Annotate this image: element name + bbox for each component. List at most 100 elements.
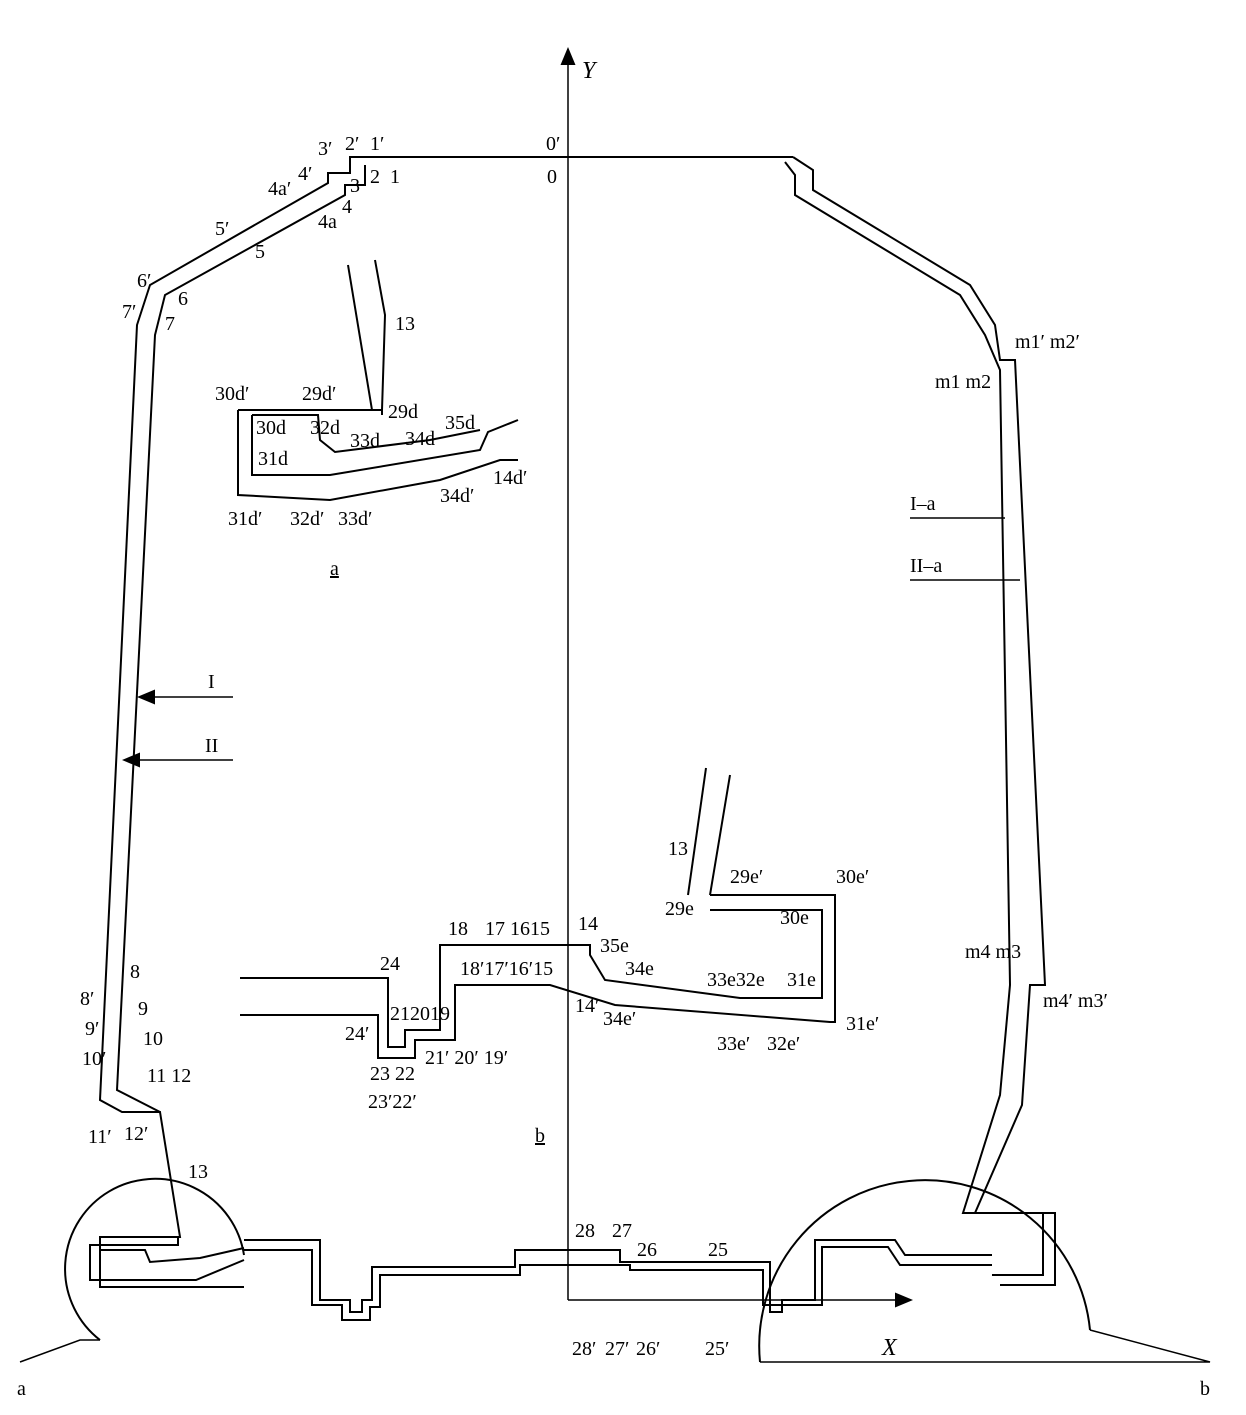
- label-b-14: 14: [578, 913, 598, 935]
- label-section-i-a: I–a: [910, 493, 936, 515]
- x-axis-label: X: [881, 1335, 898, 1361]
- label-b-18p: 18′17′16′15: [460, 958, 553, 980]
- label-a-35d: 35d: [445, 412, 475, 434]
- corner-label-a: a: [17, 1378, 26, 1400]
- label-b-32ep: 32e′: [767, 1033, 800, 1055]
- label-25p: 25′: [705, 1338, 729, 1360]
- label-12p: 12′: [124, 1123, 148, 1145]
- label-section-ii: II: [205, 735, 218, 757]
- label-2: 2: [370, 166, 380, 188]
- label-m4m3: m4 m3: [965, 941, 1021, 963]
- label-13: 13: [188, 1161, 208, 1183]
- label-origin-prime: 0′: [546, 133, 560, 155]
- label-section-i: I: [208, 671, 215, 693]
- right-corner-line: [760, 1329, 1211, 1363]
- label-b-30e: 30e: [780, 907, 809, 929]
- label-11-12: 11 12: [147, 1065, 191, 1087]
- left-detail-circle: [64, 1177, 245, 1341]
- label-section-ii-a: II–a: [910, 555, 942, 577]
- label-b-23p22p: 23′22′: [368, 1091, 417, 1113]
- right-detail-circle: [758, 1179, 1091, 1363]
- underframe-outer: [244, 1239, 992, 1313]
- label-6p: 6′: [137, 270, 151, 292]
- label-26: 26: [637, 1239, 657, 1261]
- y-axis-label: Y: [582, 58, 598, 84]
- label-8p: 8′: [80, 988, 94, 1010]
- label-a-29dp: 29d′: [302, 383, 336, 405]
- label-10p: 10′: [82, 1048, 106, 1070]
- label-a-30d: 30d: [256, 417, 286, 439]
- label-m1m2: m1 m2: [935, 371, 991, 393]
- label-1p: 1′: [370, 133, 384, 155]
- label-27p: 27′: [605, 1338, 629, 1360]
- label-b-29ep: 29e′: [730, 866, 763, 888]
- label-b-23-22: 23 22: [370, 1063, 415, 1085]
- label-8: 8: [130, 961, 140, 983]
- left-inner-box: [89, 1237, 245, 1281]
- label-a-34d: 34d: [405, 428, 435, 450]
- label-b-33ep: 33e′: [717, 1033, 750, 1055]
- underframe-inner: [244, 1246, 992, 1321]
- label-a-32d: 32d: [310, 417, 340, 439]
- label-b-31ep: 31e′: [846, 1013, 879, 1035]
- label-25: 25: [708, 1239, 728, 1261]
- label-5: 5: [255, 241, 265, 263]
- label-28: 28: [575, 1220, 595, 1242]
- label-1: 1: [390, 166, 400, 188]
- label-a-30dp: 30d′: [215, 383, 249, 405]
- label-26p: 26′: [636, 1338, 660, 1360]
- label-a-34dp: 34d′: [440, 485, 474, 507]
- label-b-13: 13: [668, 838, 688, 860]
- label-b-29e: 29e: [665, 898, 694, 920]
- label-a-29d: 29d: [388, 401, 418, 423]
- label-b-18: 18: [448, 918, 468, 940]
- label-28p: 28′: [572, 1338, 596, 1360]
- label-7p: 7′: [122, 301, 136, 323]
- label-b-35e: 35e: [600, 935, 629, 957]
- label-4a: 4a: [318, 211, 337, 233]
- label-10: 10: [143, 1028, 163, 1050]
- label-a-13: 13: [395, 313, 415, 335]
- label-9p: 9′: [85, 1018, 99, 1040]
- label-3p: 3′: [318, 138, 332, 160]
- left-corner-line: [19, 1339, 100, 1363]
- label-a-33d: 33d: [350, 430, 380, 452]
- label-a-14dp: 14d′: [493, 467, 527, 489]
- label-b-14p: 14′: [575, 995, 599, 1017]
- label-b-31e: 31e: [787, 969, 816, 991]
- label-origin: 0: [547, 166, 557, 188]
- label-11p: 11′: [88, 1126, 112, 1148]
- label-4: 4: [342, 196, 352, 218]
- label-m1m2p: m1′ m2′: [1015, 331, 1080, 353]
- label-27: 27: [612, 1220, 632, 1242]
- label-7: 7: [165, 313, 175, 335]
- label-b-24p: 24′: [345, 1023, 369, 1045]
- label-b-21p20p19p: 21′ 20′ 19′: [425, 1047, 508, 1069]
- label-5p: 5′: [215, 218, 229, 240]
- label-6: 6: [178, 288, 188, 310]
- label-b-30ep: 30e′: [836, 866, 869, 888]
- detail-a: [237, 259, 519, 502]
- label-b-17-16-15: 17 1615: [485, 918, 550, 940]
- label-m4m3p: m4′ m3′: [1043, 990, 1108, 1012]
- label-3: 3: [350, 175, 360, 197]
- right-inner-contour: [784, 161, 1044, 1276]
- label-a-31dp: 31d′: [228, 508, 262, 530]
- detail-a-label: a: [330, 558, 339, 580]
- label-b-34e: 34e: [625, 958, 654, 980]
- label-2p: 2′: [345, 133, 359, 155]
- label-b-24: 24: [380, 953, 400, 975]
- label-b-33e32e: 33e32e: [707, 969, 765, 991]
- label-4p: 4′: [298, 163, 312, 185]
- label-b-21-20-19: 212019: [390, 1003, 450, 1025]
- right-outer-contour: [792, 156, 1056, 1286]
- label-a-32dp: 32d′: [290, 508, 324, 530]
- left-skirt-detail: [100, 1247, 245, 1264]
- label-a-33dp: 33d′: [338, 508, 372, 530]
- label-4ap: 4a′: [268, 178, 291, 200]
- detail-b: [240, 767, 836, 1059]
- left-inner-contour: [115, 165, 366, 1113]
- label-a-31d: 31d: [258, 448, 288, 470]
- left-outer-contour: [98, 156, 375, 1288]
